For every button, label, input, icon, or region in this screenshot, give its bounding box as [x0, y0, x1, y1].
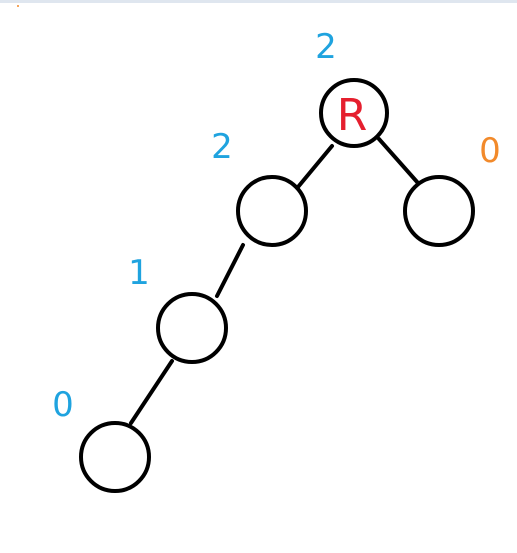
edge-root-right: [377, 137, 420, 185]
root-node-label: R: [337, 90, 368, 141]
height-right-child: 0: [479, 131, 501, 171]
corner-mark: [17, 5, 19, 7]
height-leaf: 0: [52, 385, 74, 425]
leaf-node: [79, 421, 151, 493]
edge-left-leftleft: [215, 243, 245, 298]
height-left-left: 1: [128, 253, 150, 293]
window-top-strip: [0, 0, 517, 3]
edge-leftleft-leaf: [129, 359, 174, 425]
left-child-node: [236, 175, 308, 247]
left-left-node: [156, 292, 228, 364]
height-root: 2: [315, 27, 337, 67]
root-node: [319, 78, 389, 148]
right-child-node: [403, 175, 475, 247]
edge-root-left: [296, 144, 334, 189]
height-left-child: 2: [211, 127, 233, 167]
